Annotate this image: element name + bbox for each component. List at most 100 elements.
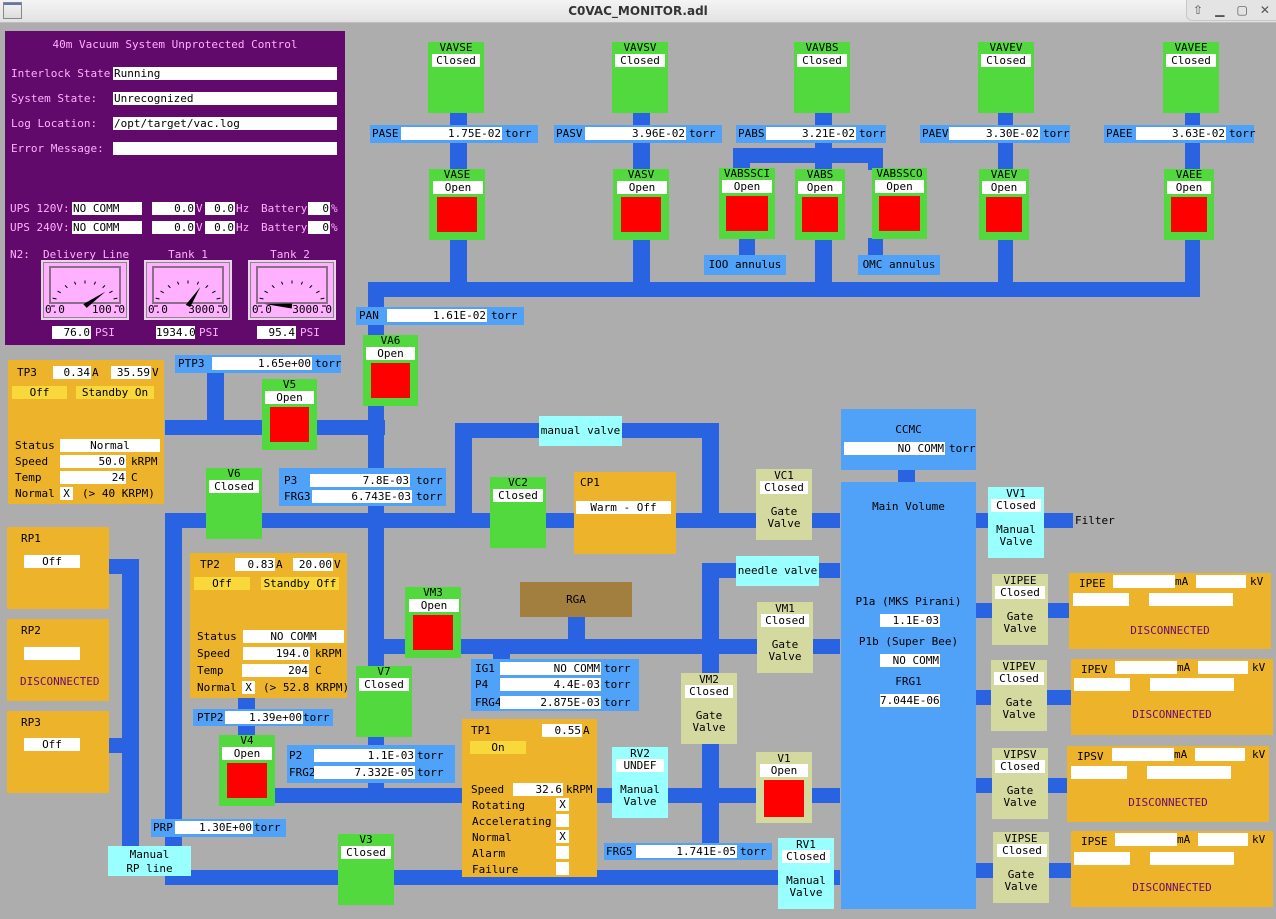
- close-icon[interactable]: ✕: [1259, 3, 1270, 17]
- gauge-title: Tank 2: [270, 248, 310, 261]
- turbo-pump-tp2[interactable]: TP2 0.83 A 20.00 V Off Standby Off Statu…: [190, 553, 349, 698]
- p1a-label: P1a (MKS Pirani): [855, 595, 962, 608]
- flag-accelerating: [556, 814, 569, 827]
- ioo-annulus-label: IOO annulus: [704, 255, 786, 275]
- rga[interactable]: RGA: [520, 582, 632, 617]
- valve-vavbs[interactable]: VAVBS Closed: [794, 42, 850, 113]
- pump-name: TP1: [471, 724, 491, 737]
- pump-state[interactable]: Off: [194, 577, 250, 590]
- valve-vavse[interactable]: VAVSE Closed: [428, 42, 484, 113]
- gauge-name: PABS: [738, 127, 765, 140]
- ups-volts: 0.0: [152, 202, 195, 215]
- pump-temp: 204: [242, 664, 309, 677]
- valve-vm3[interactable]: VM3 Open: [405, 587, 461, 658]
- manual-rp-line-valve[interactable]: Manual RP line: [108, 846, 191, 876]
- valve-name: V6: [227, 467, 241, 480]
- maximize-icon[interactable]: ▢: [1236, 3, 1248, 17]
- up-icon[interactable]: ⇧: [1193, 3, 1204, 17]
- valve-type: Valve: [789, 886, 823, 899]
- valve-v6[interactable]: V6 Closed: [206, 468, 262, 539]
- gauge-unit: torr: [416, 474, 443, 487]
- valve-vipsv[interactable]: VIPSV Closed Gate Valve: [992, 748, 1048, 819]
- valve-vasv[interactable]: VASV Open: [613, 169, 669, 240]
- roughing-pump-rp3[interactable]: RP3 Off: [7, 711, 109, 793]
- valve-rv2[interactable]: RV2 UNDEF Manual Valve: [612, 747, 668, 818]
- valve-vavee[interactable]: VAVEE Closed: [1163, 42, 1219, 113]
- gauge-name: PRP: [153, 821, 173, 834]
- valve-vc1[interactable]: VC1 Closed Gate Valve: [756, 469, 812, 540]
- turbo-pump-tp1[interactable]: TP1 0.55 A On Speed 32.6 kRPM Rotating X…: [462, 719, 597, 877]
- manual-valve-bypass[interactable]: manual valve: [539, 416, 622, 446]
- valve-vabssco[interactable]: VABSSCO Open: [872, 168, 927, 239]
- ion-pump-ipsv[interactable]: IPSV mA kV DISCONNECTED: [1067, 746, 1269, 822]
- app-icon[interactable]: [3, 2, 22, 19]
- valve-rv1[interactable]: RV1 Closed Manual Valve: [778, 838, 834, 909]
- pump-state[interactable]: On: [470, 741, 526, 754]
- temp-label: Temp: [15, 471, 42, 484]
- normal-label: Normal: [197, 681, 237, 694]
- roughing-pump-rp2[interactable]: RP2 DISCONNECTED: [7, 619, 109, 701]
- roughing-pump-rp1[interactable]: RP1 Off: [7, 527, 109, 609]
- minimize-icon[interactable]: ▁: [1215, 3, 1225, 17]
- cryo-pump-cp1[interactable]: CP1 Warm - Off: [574, 472, 676, 554]
- pump-standby[interactable]: Standby Off: [261, 577, 339, 590]
- ion-pump-ipse[interactable]: IPSE mA kV DISCONNECTED: [1071, 831, 1273, 907]
- valve-vm2[interactable]: VM2 Closed Gate Valve: [681, 673, 737, 744]
- valve-v4[interactable]: V4 Open: [219, 735, 275, 806]
- valve-type: Valve: [1003, 622, 1037, 635]
- valve-vavsv[interactable]: VAVSV Closed: [612, 42, 668, 113]
- ion-pump-ipev[interactable]: IPEV mA kV DISCONNECTED: [1071, 659, 1273, 735]
- valve-vaee[interactable]: VAEE Open: [1164, 169, 1214, 240]
- valve-vavev[interactable]: VAVEV Closed: [978, 42, 1034, 113]
- valve-vabssci[interactable]: VABSSCI Open: [719, 168, 775, 239]
- valve-state: Open: [409, 599, 459, 612]
- log-location-label: Log Location:: [11, 117, 98, 130]
- valve-name: VA6: [380, 334, 401, 347]
- voltage-unit: kV: [1252, 748, 1266, 761]
- needle-valve[interactable]: needle valve: [736, 556, 819, 586]
- valve-va6[interactable]: VA6 Open: [363, 335, 418, 406]
- valve-vm1[interactable]: VM1 Closed Gate Valve: [757, 602, 813, 673]
- valve-type: Gate: [1005, 696, 1033, 709]
- valve-state: Closed: [995, 586, 1045, 599]
- gauge-value: 6.743E-03: [312, 490, 412, 503]
- valve-vv1[interactable]: VV1 Closed Manual Valve: [988, 487, 1044, 558]
- valve-vc2[interactable]: VC2 Closed: [490, 477, 546, 548]
- valve-type: Gate: [1006, 610, 1034, 623]
- ion-pump-ipee[interactable]: IPEE mA kV DISCONNECTED: [1069, 573, 1271, 649]
- valve-vipse[interactable]: VIPSE Closed Gate Valve: [993, 832, 1049, 903]
- valve-v1[interactable]: V1 Open: [756, 752, 812, 823]
- valve-type: Gate: [770, 505, 798, 518]
- pump-voltage: [1198, 661, 1248, 674]
- valve-v5[interactable]: V5 Open: [262, 379, 317, 450]
- status-label: Status: [15, 439, 55, 452]
- gauge-block-ig1: IG1 NO COMM torr P4 4.4E-03 torr FRG4 2.…: [471, 659, 639, 711]
- valve-name: VAVEV: [989, 41, 1023, 54]
- valve-vipee[interactable]: VIPEE Closed Gate Valve: [992, 574, 1048, 645]
- pump-standby[interactable]: Standby On: [76, 386, 154, 399]
- battery-label: Battery: [261, 221, 308, 234]
- pump-field: [1147, 766, 1231, 779]
- valve-vaev[interactable]: VAEV Open: [979, 169, 1029, 240]
- valve-v3[interactable]: V3 Closed: [338, 834, 394, 905]
- pump-field: [1149, 593, 1233, 606]
- gauge-value: 1.65e+00: [212, 357, 312, 370]
- valve-vase[interactable]: VASE Open: [429, 169, 485, 240]
- gauge-tick: [281, 281, 284, 285]
- valve-state: Open: [222, 747, 272, 760]
- main-volume: Main Volume P1a (MKS Pirani) 1.1E-03 P1b…: [841, 482, 976, 909]
- control-panel: 40m Vacuum System Unprotected Control In…: [5, 31, 345, 345]
- pump-field: [1074, 678, 1130, 691]
- pump-current: 0.55: [542, 724, 582, 737]
- gauge-frg5: FRG5 1.741E-05 torr: [604, 843, 772, 860]
- valve-v7[interactable]: V7 Closed: [356, 666, 412, 737]
- gauge-tick: [109, 290, 113, 294]
- valve-vabs[interactable]: VABS Open: [795, 169, 845, 240]
- gauge-min: 0.0: [45, 303, 65, 316]
- valve-vipev[interactable]: VIPEV Closed Gate Valve: [991, 660, 1047, 731]
- pump-status: DISCONNECTED: [1132, 708, 1212, 721]
- gauge-needle: [154, 280, 222, 308]
- pump-current: 0.34: [53, 366, 91, 379]
- turbo-pump-tp3[interactable]: TP3 0.34 A 35.59 V Off Standby On Status…: [8, 360, 164, 504]
- pump-state[interactable]: Off: [12, 386, 67, 399]
